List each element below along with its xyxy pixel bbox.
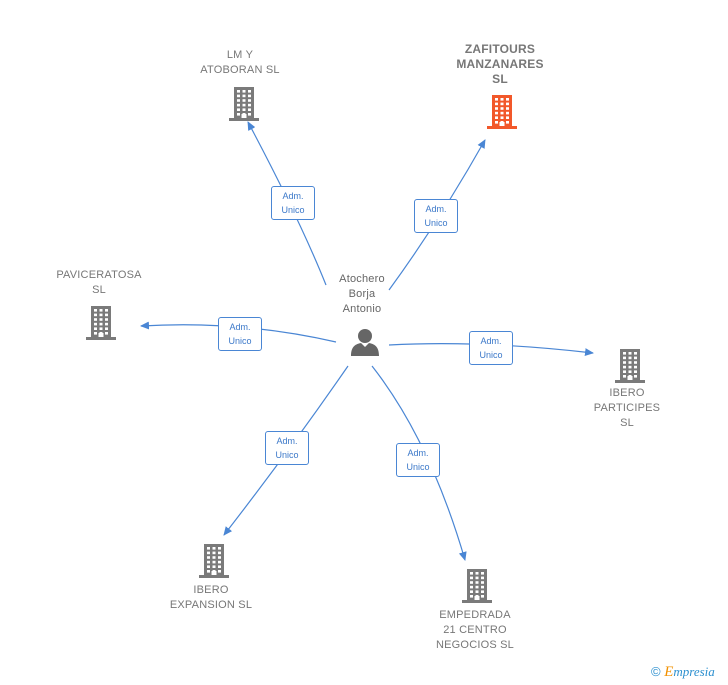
person-name[interactable]: Atochero Borja Antonio [339, 273, 385, 315]
role-line2: Unico [424, 218, 448, 228]
role-line2: Unico [479, 350, 503, 360]
role-line2: Unico [281, 205, 305, 215]
role-badge-ibero-expansion: Adm. Unico [265, 431, 309, 465]
role-badge-paviceratosa: Adm. Unico [218, 317, 262, 351]
copyright-icon: © [651, 664, 661, 679]
person-icon[interactable] [350, 327, 380, 357]
building-icon[interactable] [86, 305, 116, 346]
role-line1: Adm. [407, 448, 429, 458]
company-label-ibero-participes[interactable]: IBERO PARTICIPES SL [593, 387, 661, 429]
building-icon[interactable] [615, 348, 645, 389]
copyright-footer[interactable]: © Empresia [651, 664, 715, 681]
building-icon[interactable] [487, 94, 517, 135]
role-line2: Unico [275, 450, 299, 460]
role-badge-lm: Adm. Unico [271, 186, 315, 220]
role-line1: Adm. [282, 191, 304, 201]
role-line1: Adm. [276, 436, 298, 446]
role-line1: Adm. [425, 204, 447, 214]
company-label-empedrada[interactable]: EMPEDRADA 21 CENTRO NEGOCIOS SL [436, 609, 514, 651]
company-label-ibero-expansion[interactable]: IBERO EXPANSION SL [169, 584, 253, 611]
company-label-lm[interactable]: LM Y ATOBORAN SL [200, 49, 280, 76]
brand-logo: Empresia [664, 664, 715, 680]
role-badge-ibero-participes: Adm. Unico [469, 331, 513, 365]
building-icon[interactable] [199, 543, 229, 584]
role-line1: Adm. [480, 336, 502, 346]
building-icon[interactable] [229, 86, 259, 127]
building-icon[interactable] [462, 568, 492, 609]
role-line2: Unico [406, 462, 430, 472]
role-badge-zafitours: Adm. Unico [414, 199, 458, 233]
company-label-zafitours[interactable]: ZAFITOURS MANZANARES SL [456, 42, 544, 86]
company-label-paviceratosa[interactable]: PAVICERATOSA SL [56, 269, 142, 296]
role-line1: Adm. [229, 322, 251, 332]
role-badge-empedrada: Adm. Unico [396, 443, 440, 477]
role-line2: Unico [228, 336, 252, 346]
